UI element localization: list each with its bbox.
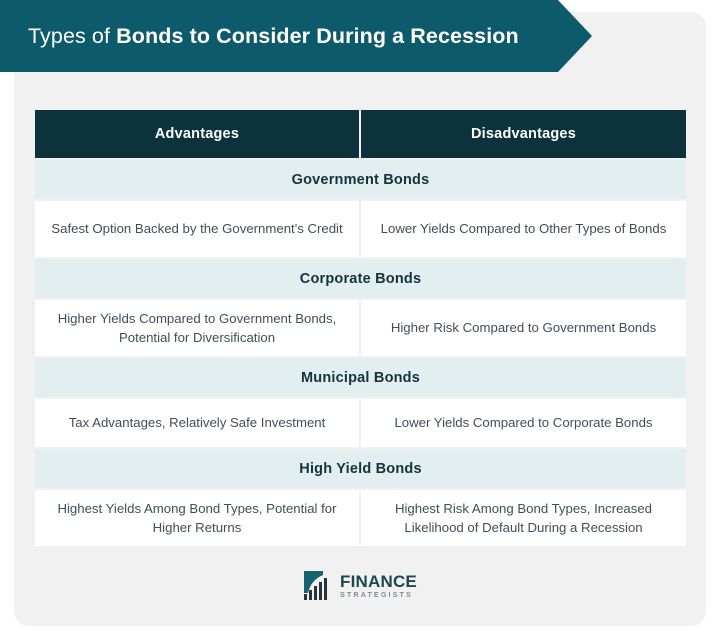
- table-row: Tax Advantages, Relatively Safe Investme…: [35, 399, 686, 447]
- cell-advantage: Highest Yields Among Bond Types, Potenti…: [35, 490, 359, 546]
- logo-word-strategists: STRATEGISTS: [340, 589, 413, 599]
- table-row: Higher Yields Compared to Government Bon…: [35, 300, 686, 356]
- section-header-municipal-bonds: Municipal Bonds: [35, 358, 686, 397]
- finance-strategists-mark-icon: [304, 571, 328, 600]
- brand-logo: FINANCE STRATEGISTS: [0, 570, 720, 601]
- bond-comparison-table: Advantages Disadvantages Government Bond…: [35, 110, 686, 546]
- table-header-row: Advantages Disadvantages: [35, 110, 686, 158]
- table-row: Highest Yields Among Bond Types, Potenti…: [35, 490, 686, 546]
- cell-disadvantage: Highest Risk Among Bond Types, Increased…: [361, 490, 686, 546]
- cell-advantage: Higher Yields Compared to Government Bon…: [35, 300, 359, 356]
- cell-advantage: Safest Option Backed by the Government's…: [35, 201, 359, 257]
- table-row: Safest Option Backed by the Government's…: [35, 201, 686, 257]
- page-title: Types of Bonds to Consider During a Rece…: [0, 24, 519, 49]
- section-header-high-yield-bonds: High Yield Bonds: [35, 449, 686, 488]
- cell-disadvantage: Lower Yields Compared to Other Types of …: [361, 201, 686, 257]
- column-header-disadvantages: Disadvantages: [361, 110, 686, 158]
- section-header-corporate-bonds: Corporate Bonds: [35, 259, 686, 298]
- section-header-government-bonds: Government Bonds: [35, 160, 686, 199]
- cell-disadvantage: Higher Risk Compared to Government Bonds: [361, 300, 686, 356]
- logo-wordmark: FINANCE STRATEGISTS: [340, 573, 417, 598]
- column-header-advantages: Advantages: [35, 110, 359, 158]
- cell-advantage: Tax Advantages, Relatively Safe Investme…: [35, 399, 359, 447]
- logo-word-finance: FINANCE: [340, 571, 417, 591]
- page-title-plain: Types of: [28, 23, 117, 48]
- cell-disadvantage: Lower Yields Compared to Corporate Bonds: [361, 399, 686, 447]
- header-banner: Types of Bonds to Consider During a Rece…: [0, 0, 592, 72]
- page-title-bold: Bonds to Consider During a Recession: [116, 23, 519, 48]
